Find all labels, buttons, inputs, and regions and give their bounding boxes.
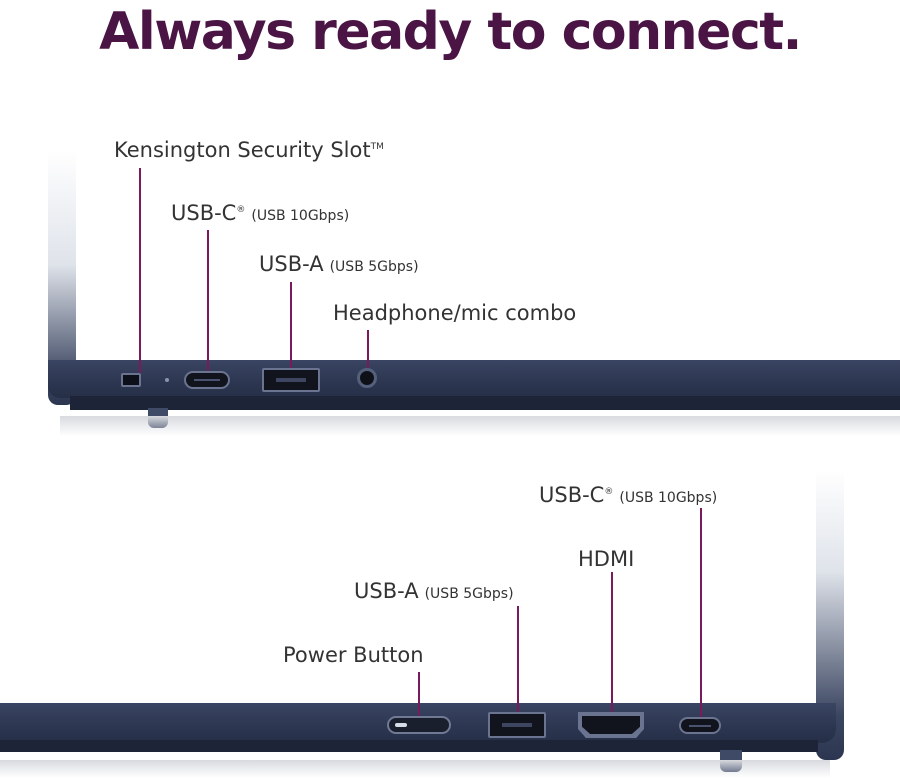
pointer-usb-a-right [517,606,519,712]
shadow-left [60,416,900,436]
pointer-hdmi [611,572,613,712]
label-power: Power Button [283,642,424,668]
label-power-main: Power Button [283,643,424,667]
label-usb-c-right: USB-C® (USB 10Gbps) [539,482,717,511]
pointer-kensington [139,168,141,373]
registered-mark-right: ® [604,487,614,497]
label-hdmi-main: HDMI [578,547,635,571]
headphone-jack-icon [357,368,377,388]
trademark-mark: TM [370,142,384,152]
label-usb-a-right-sub: (USB 5Gbps) [424,586,514,602]
label-usb-a-left-sub: (USB 5Gbps) [329,259,419,275]
label-usb-c-left: USB-C® (USB 10Gbps) [171,200,349,229]
usb-a-port-icon [262,368,320,392]
pointer-usb-c-right [700,508,702,717]
label-usb-c-right-sub: (USB 10Gbps) [619,490,718,506]
usb-c-port-right-icon [679,717,721,734]
pointer-usb-c-left [207,230,209,371]
chassis-bottom-left [70,396,900,410]
label-usb-c-left-main: USB-C [171,201,237,225]
page-title: Always ready to connect. [99,2,802,62]
status-led [165,378,169,382]
label-usb-a-left: USB-A (USB 5Gbps) [259,251,419,280]
label-kensington: Kensington Security SlotTM [114,137,384,163]
label-usb-c-right-main: USB-C [539,483,605,507]
label-headphone-main: Headphone/mic combo [333,301,577,325]
power-button-icon [387,716,451,734]
hdmi-port-inner [582,716,640,734]
usb-c-port-icon [184,371,230,389]
chassis-left [48,360,900,398]
label-usb-a-right: USB-A (USB 5Gbps) [354,578,514,607]
label-hdmi: HDMI [578,546,634,572]
registered-mark: ® [236,205,246,215]
label-headphone: Headphone/mic combo [333,300,576,326]
label-kensington-main: Kensington Security Slot [114,138,371,162]
label-usb-a-left-main: USB-A [259,252,324,276]
pointer-headphone [367,330,369,368]
power-indicator [395,723,407,727]
kensington-slot-icon [121,373,141,387]
shadow-right [0,760,830,778]
chassis-bottom-right [0,740,818,752]
label-usb-c-left-sub: (USB 10Gbps) [251,208,350,224]
usb-a-port-right-icon [488,712,546,738]
pointer-usb-a-left [290,282,292,368]
label-usb-a-right-main: USB-A [354,579,419,603]
pointer-power [418,672,420,716]
